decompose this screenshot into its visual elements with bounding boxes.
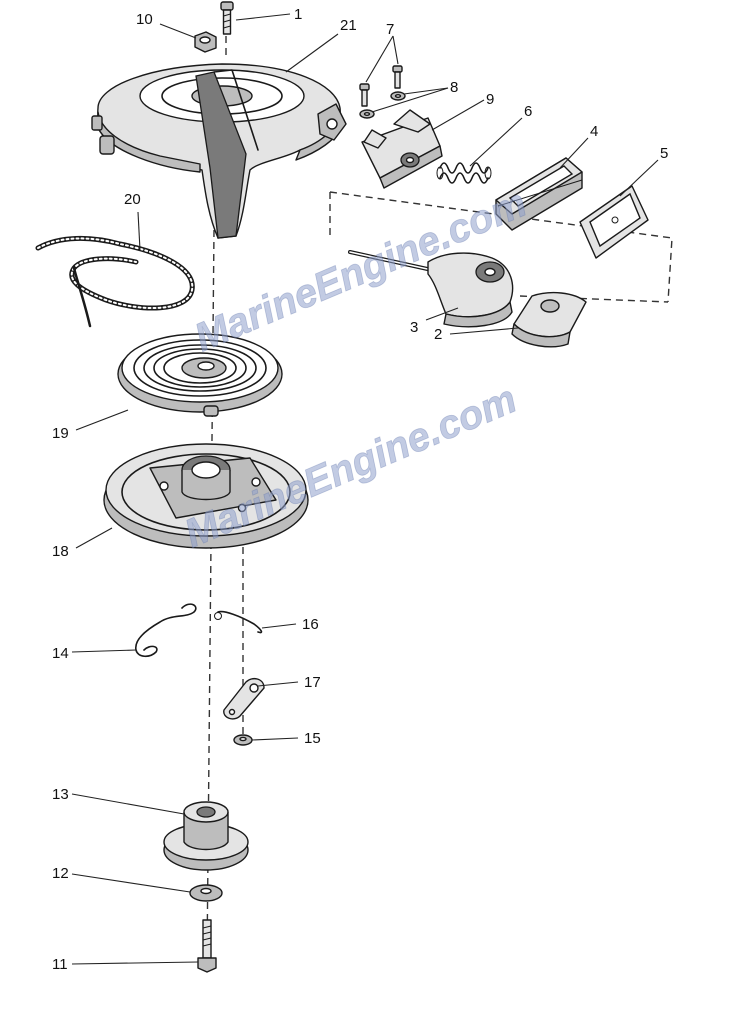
label-part-2: 2 [434,326,442,343]
label-part-21: 21 [340,17,357,34]
part-11-bolt [197,919,217,973]
label-part-1: 1 [294,6,302,23]
part-15-washer [233,734,253,746]
label-part-18: 18 [52,543,69,560]
label-part-20: 20 [124,191,141,208]
leader-lines [71,13,659,965]
part-10-nut [194,31,217,53]
part-13-hub [163,801,249,871]
label-part-15: 15 [304,730,321,747]
label-part-13: 13 [52,786,69,803]
label-part-10: 10 [136,11,153,28]
part-18-pulley [103,443,309,549]
part-9-bracket [361,109,443,189]
part-17-pawl [223,677,265,720]
label-part-17: 17 [304,674,321,691]
label-part-3: 3 [410,319,418,336]
part-2-handle-insert [511,291,587,348]
label-part-8: 8 [450,79,458,96]
part-21-starter-housing [91,63,347,239]
label-part-12: 12 [52,865,69,882]
label-part-5: 5 [660,145,668,162]
part-14-spring-clip [135,603,197,658]
label-part-11: 11 [52,956,68,973]
label-part-16: 16 [302,616,319,633]
label-part-9: 9 [486,91,494,108]
part-3-handle [348,250,514,328]
part-16-spring [214,610,263,634]
part-4-grommet [495,157,583,231]
label-part-7: 7 [386,21,394,38]
label-part-4: 4 [590,123,598,140]
part-1-screw [220,1,234,35]
part-5-plate [579,185,649,259]
part-12-washer [189,884,223,902]
label-part-19: 19 [52,425,69,442]
label-part-6: 6 [524,103,532,120]
part-labels: 1 2 3 4 5 6 7 8 9 10 11 12 13 14 15 16 1… [52,6,668,973]
part-6-spring [436,162,492,184]
part-19-recoil-spring [117,333,283,417]
label-part-14: 14 [52,645,69,662]
part-7-screws [359,65,403,107]
part-20-rope [35,235,195,328]
part-8-washers [359,91,406,119]
